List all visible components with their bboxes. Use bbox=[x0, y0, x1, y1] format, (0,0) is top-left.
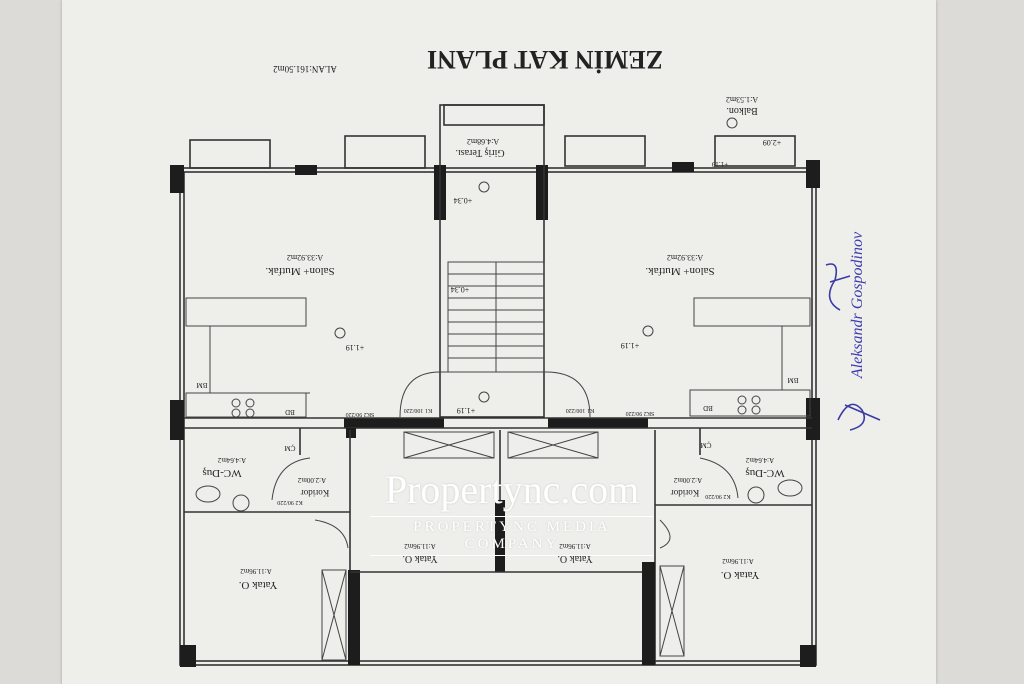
bed-left-area: A:11.96m2 bbox=[240, 567, 272, 575]
salon-left-area: A:33.92m2 bbox=[287, 253, 323, 262]
corridor-left-area: A:2.00m2 bbox=[297, 476, 326, 484]
entry-area: A:4.68m2 bbox=[467, 137, 499, 146]
fixture-bd-right: BD bbox=[703, 404, 713, 412]
level-stair: +0.34 bbox=[451, 285, 470, 294]
bed-left-name: Yatak O. bbox=[238, 579, 277, 591]
watermark-tagline: PROPERTYNC MEDIA COMPANY bbox=[370, 516, 654, 556]
wc-right-name: WC-Duş bbox=[745, 467, 784, 479]
salon-right-area: A:33.92m2 bbox=[667, 253, 703, 262]
total-area: ALAN:161.50m2 bbox=[273, 64, 337, 74]
signature: Aleksandr Gospodinov bbox=[825, 231, 881, 431]
bed-mid-right-area: A:11.96m2 bbox=[559, 542, 591, 550]
level-balcony: +2.09 bbox=[763, 138, 782, 147]
door-sk2-right: SK2 90/220 bbox=[626, 410, 655, 416]
staircase bbox=[447, 261, 545, 373]
fixture-bd-left: BD bbox=[285, 408, 295, 416]
balcony-area: A:1.53m2 bbox=[726, 95, 758, 104]
door-sk2-left: SK2 90/220 bbox=[346, 411, 375, 417]
salon-right-name: Salon+ Mutfak. bbox=[645, 265, 714, 277]
bed-right-name: Yatak O. bbox=[720, 569, 759, 581]
level-hall: +1.19 bbox=[457, 406, 476, 415]
door-k2-right: K2 90/220 bbox=[705, 493, 731, 499]
signature-text: Aleksandr Gospodinov bbox=[849, 231, 866, 379]
level-balcony-inner: +1.19 bbox=[711, 160, 728, 168]
salon-left-name: Salon+ Mutfak. bbox=[265, 265, 334, 277]
fixture-bm-left: BM bbox=[196, 381, 208, 389]
corridor-right-area: A:2.00m2 bbox=[673, 476, 702, 484]
corridor-left-name: Koridor bbox=[301, 488, 330, 498]
plan-title: ZEMİN KAT PLANI bbox=[427, 45, 663, 74]
entry-name: Giriş Terası. bbox=[455, 147, 504, 158]
door-k2-left: K2 90/220 bbox=[277, 499, 303, 505]
fixture-bm-right: BM bbox=[787, 376, 799, 384]
door-k1-right: K1 100/220 bbox=[566, 407, 595, 413]
level-salon-left: +1.19 bbox=[346, 343, 365, 352]
fixture-cm-right: ÇM bbox=[700, 441, 712, 449]
bed-right-area: A:11.96m2 bbox=[722, 557, 754, 565]
balcony-name: Balkon. bbox=[726, 105, 757, 116]
wc-left-name: WC-Duş bbox=[202, 467, 241, 479]
wc-right-area: A:4.64m2 bbox=[745, 456, 774, 464]
watermark-brand: Propertync.com bbox=[384, 467, 640, 512]
door-k1-left: K1 100/220 bbox=[404, 407, 433, 413]
fixture-cm-left: ÇM bbox=[284, 444, 296, 452]
level-salon-right: +1.19 bbox=[621, 341, 640, 350]
bed-mid-left-area: A:11.96m2 bbox=[404, 542, 436, 550]
level-entry: +0.34 bbox=[454, 196, 473, 205]
bed-mid-left-name: Yatak O. bbox=[402, 553, 437, 564]
bed-mid-right-name: Yatak O. bbox=[557, 553, 592, 564]
wc-left-area: A:4.64m2 bbox=[217, 456, 246, 464]
corridor-right-name: Koridor bbox=[671, 488, 700, 498]
walls bbox=[170, 104, 820, 667]
plan-labels: ZEMİN KAT PLANI ALAN:161.50m2 Salon+ Mut… bbox=[196, 45, 799, 591]
